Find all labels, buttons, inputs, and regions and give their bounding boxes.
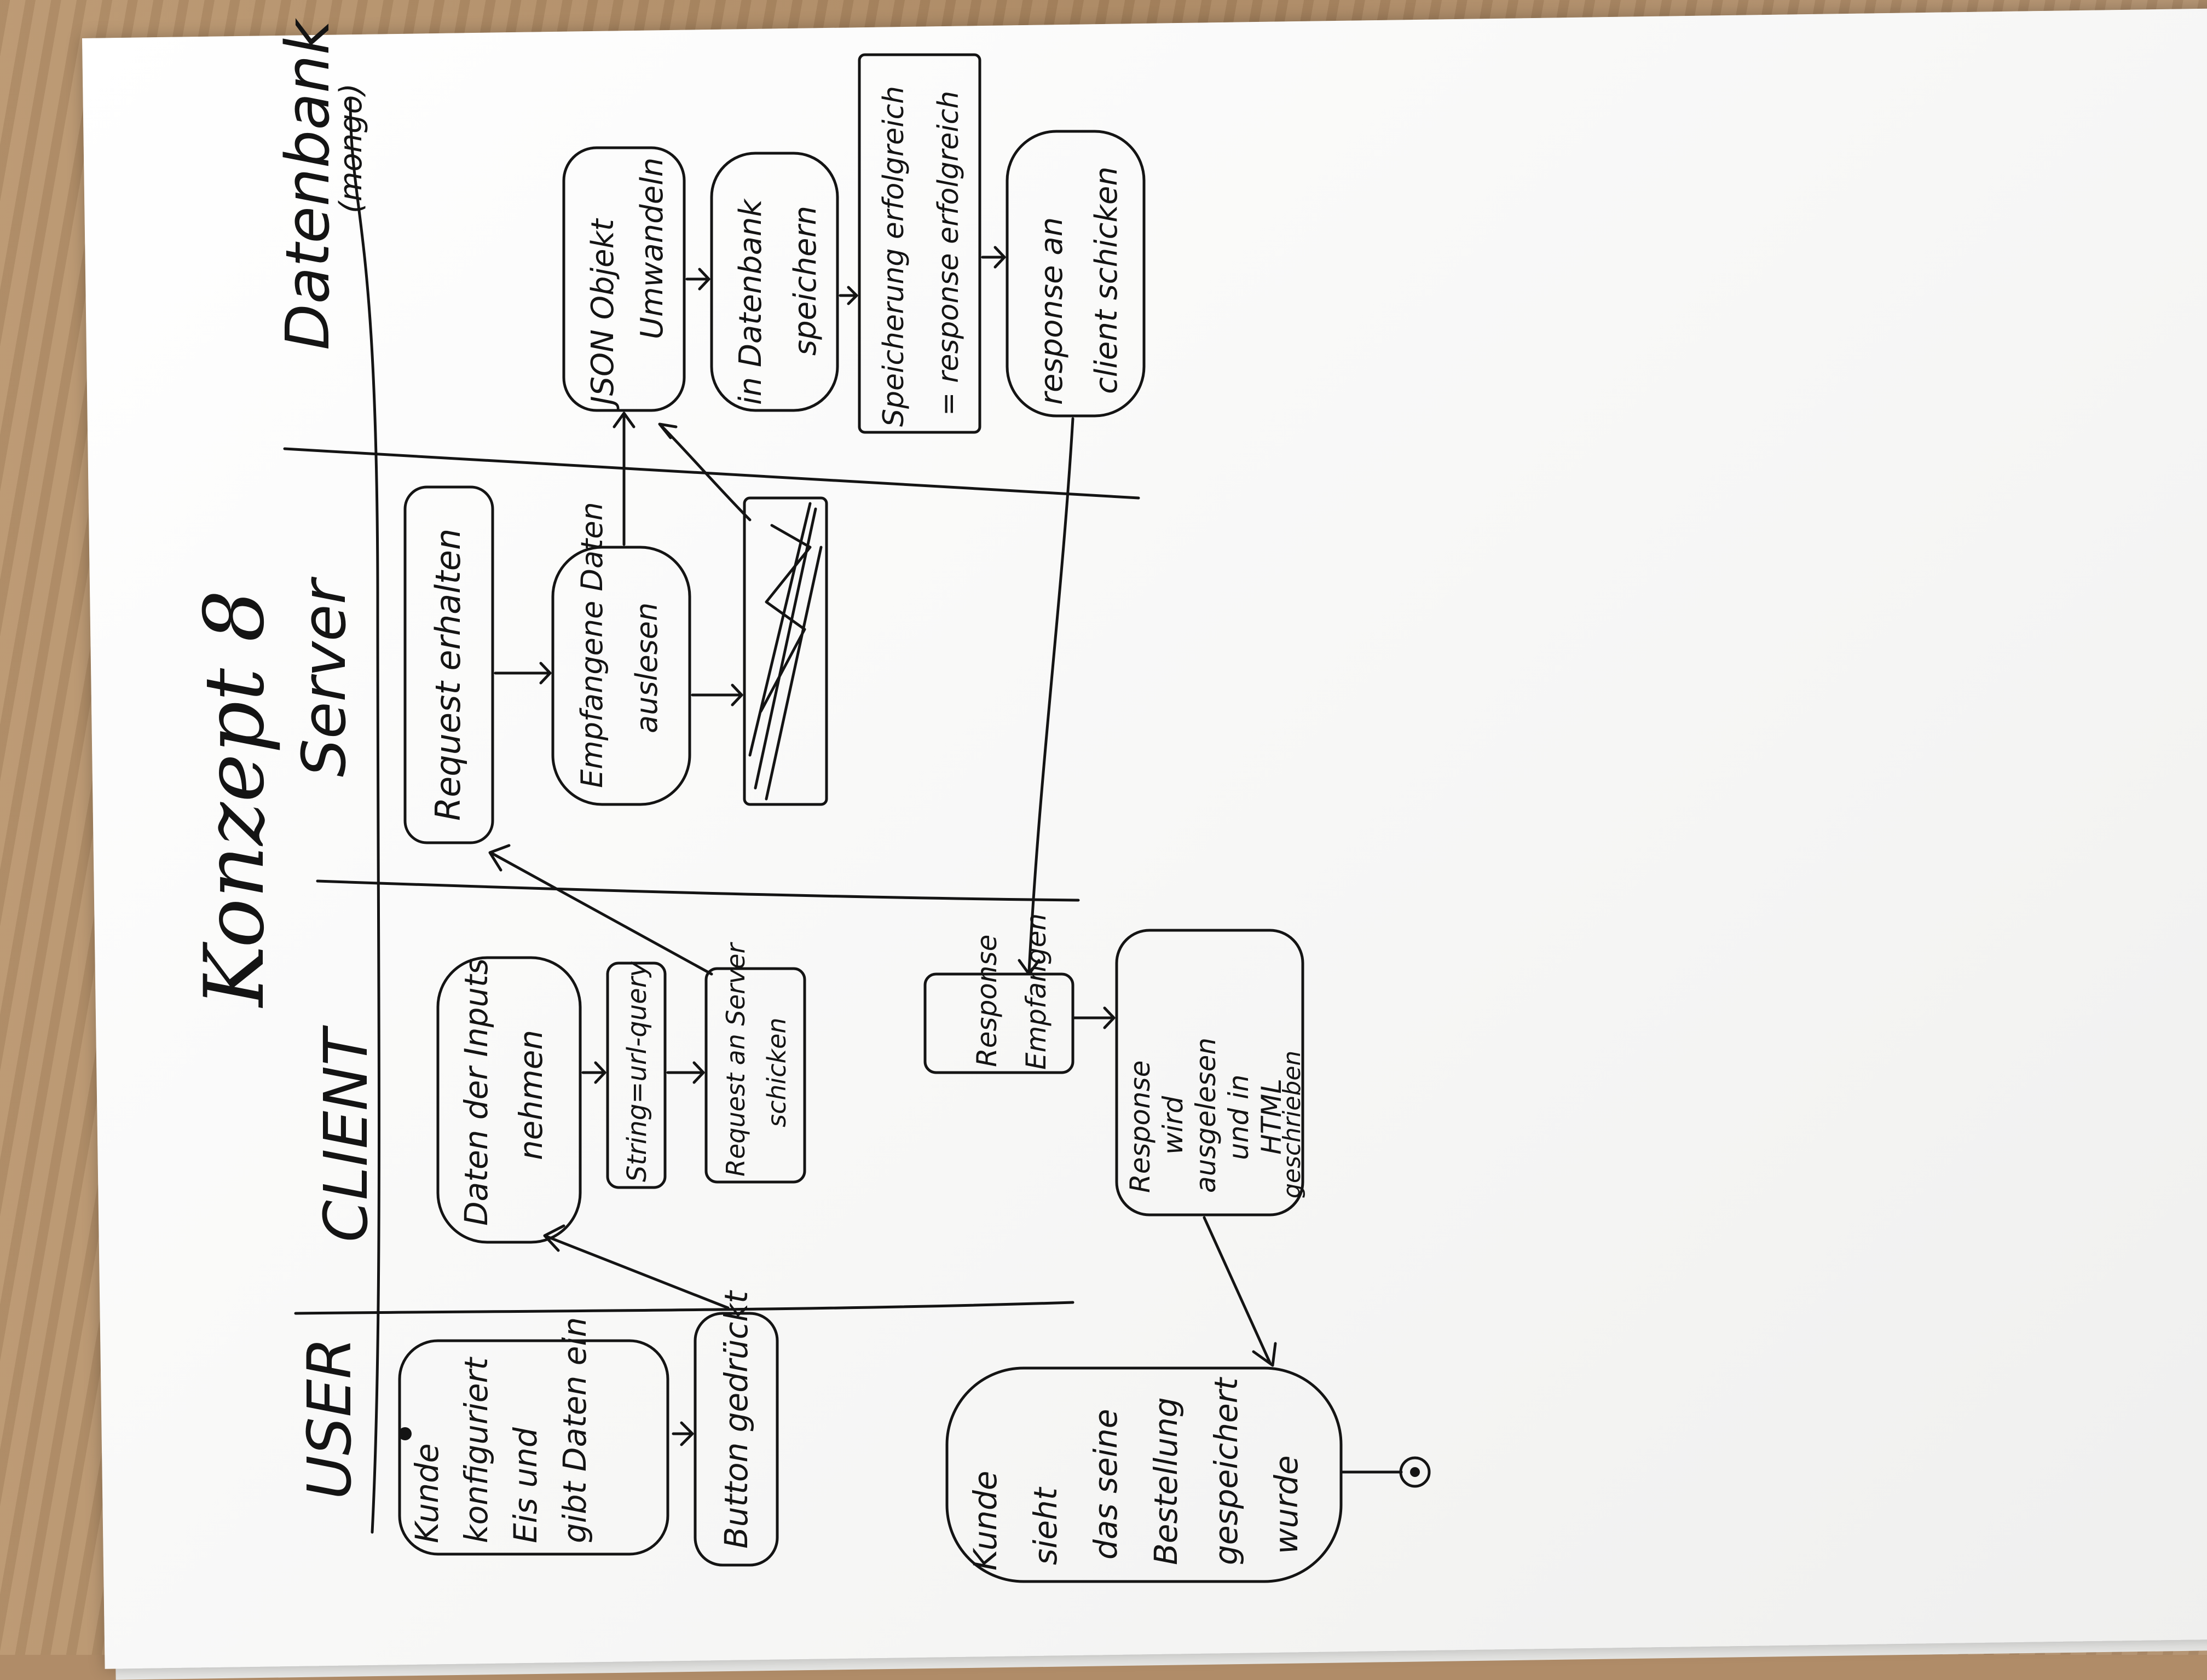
node-speicherung-text: Speicherung erfolgreich = response erfol…: [877, 86, 965, 427]
svg-text:konfiguriert: konfiguriert: [458, 1357, 495, 1543]
node-json-objekt: [562, 146, 686, 412]
node-kunde-konfiguriert: [398, 1339, 669, 1556]
arrow-json-to-datenbank: [685, 268, 710, 291]
svg-text:nehmen: nehmen: [512, 1030, 550, 1160]
svg-text:HTML: HTML: [1256, 1079, 1287, 1155]
node-request-senden-text: Request an Server schicken: [721, 942, 791, 1177]
node-button-gedrueckt-text: Button gedrückt: [718, 1290, 755, 1549]
svg-text:Speicherung erfolgreich: Speicherung erfolgreich: [877, 86, 910, 427]
svg-text:das seine: das seine: [1087, 1409, 1124, 1560]
svg-text:auslesen: auslesen: [629, 603, 664, 733]
start-node: [398, 1427, 412, 1440]
svg-text:gibt Daten ein: gibt Daten ein: [556, 1317, 593, 1543]
node-response-senden: [1006, 130, 1146, 418]
node-request-erhalten-text: Request erhalten: [428, 529, 468, 821]
node-request-senden: [704, 967, 806, 1184]
svg-text:in Datenbank: in Datenbank: [733, 198, 769, 405]
lane-label-client: CLIENT: [311, 1025, 381, 1242]
svg-text:geschrieben: geschrieben: [1278, 1051, 1306, 1198]
svg-text:client schicken: client schicken: [1089, 166, 1124, 394]
arrow-query-to-request: [666, 1061, 705, 1084]
arrow-response-empfangen-to-ausgelesen: [1071, 1006, 1116, 1029]
node-button-gedrueckt: [694, 1312, 779, 1567]
svg-text:Kunde: Kunde: [408, 1444, 446, 1544]
svg-text:ausgelesen: ausgelesen: [1190, 1038, 1222, 1193]
svg-text:Response: Response: [1124, 1061, 1156, 1193]
svg-text:Eis und: Eis und: [507, 1427, 544, 1543]
arrow-inputs-to-query: [581, 1061, 606, 1084]
svg-text:wurde: wurde: [1268, 1455, 1305, 1554]
flow-ausgelesen-to-kunde: [1203, 1216, 1277, 1367]
crossed-out-box: [743, 496, 828, 806]
node-response-ausgelesen-text: Response wird ausgelesen und in HTML ges…: [1124, 1038, 1306, 1198]
node-kunde-sieht-text: Kunde sieht das seine Bestellung gespeic…: [967, 1376, 1305, 1571]
arrow-konfiguriert-to-button: [672, 1421, 694, 1446]
scribble-strike: [748, 502, 823, 801]
flow-auslesen-to-json: [613, 412, 635, 546]
node-response-empfangen: [923, 972, 1074, 1074]
node-querystring: [606, 961, 667, 1189]
arrow-datenbank-to-speicherung: [839, 286, 858, 305]
svg-text:= response erfolgreich: = response erfolgreich: [932, 91, 965, 416]
flow-request-to-server: [488, 844, 713, 976]
svg-text:gespeichert: gespeichert: [1208, 1376, 1245, 1565]
svg-text:Empfangene Daten: Empfangene Daten: [575, 502, 609, 788]
node-request-erhalten: [403, 485, 494, 844]
svg-text:schicken: schicken: [762, 1017, 791, 1127]
node-in-datenbank: [710, 152, 839, 412]
svg-text:response an: response an: [1034, 217, 1070, 405]
end-node-dot: [1410, 1467, 1420, 1477]
arrow-auslesen-to-crossed: [691, 683, 743, 706]
svg-text:sieht: sieht: [1027, 1486, 1064, 1565]
node-daten-inputs: [436, 956, 582, 1244]
svg-text:Umwandeln: Umwandeln: [634, 158, 670, 339]
svg-text:Empfangen: Empfangen: [1020, 913, 1052, 1070]
node-daten-auslesen-text: Empfangene Daten auslesen: [575, 502, 664, 788]
lane-label-user: USER: [294, 1337, 365, 1499]
node-response-senden-text: response an client schicken: [1034, 166, 1124, 405]
node-kunde-konfiguriert-text: Kunde konfiguriert Eis und gibt Daten ei…: [408, 1317, 593, 1543]
svg-text:Response: Response: [971, 935, 1003, 1067]
node-response-empfangen-text: Response Empfangen: [971, 913, 1052, 1070]
svg-text:speichern: speichern: [788, 206, 823, 356]
end-node-ring: [1399, 1456, 1431, 1488]
node-kunde-sieht: [945, 1366, 1343, 1583]
flow-button-to-inputs: [543, 1224, 730, 1310]
node-daten-auslesen: [551, 546, 691, 806]
svg-text:Request an Server: Request an Server: [721, 942, 750, 1177]
node-response-ausgelesen: [1115, 929, 1304, 1216]
flow-crossed-to-json: [658, 422, 752, 522]
flow-response-to-client: [1018, 417, 1074, 976]
node-daten-inputs-text: Daten der Inputs nehmen: [458, 958, 550, 1226]
node-json-objekt-text: JSON Objekt Umwandeln: [585, 158, 670, 410]
diagram-title: Konzept 8: [187, 590, 282, 1009]
node-querystring-text: String=url-query: [622, 961, 652, 1182]
arrow-request-to-auslesen: [494, 662, 552, 685]
svg-text:Daten der Inputs: Daten der Inputs: [458, 958, 495, 1226]
svg-text:JSON Objekt: JSON Objekt: [585, 218, 621, 410]
lane-divider-client-server: [316, 879, 1080, 902]
lane-label-database: Datenbank: [273, 18, 343, 350]
svg-text:Kunde: Kunde: [967, 1471, 1004, 1571]
svg-text:und in: und in: [1223, 1074, 1255, 1160]
node-in-datenbank-text: in Datenbank speichern: [733, 198, 823, 405]
svg-text:Bestellung: Bestellung: [1147, 1397, 1185, 1565]
lane-divider-horizontal: [349, 97, 380, 1534]
lane-label-server: Server: [289, 577, 359, 777]
arrow-speicherung-to-response: [981, 246, 1006, 269]
lane-divider-user-client: [294, 1301, 1074, 1315]
svg-text:wird: wird: [1157, 1096, 1189, 1155]
node-speicherung: [858, 53, 981, 434]
lane-divider-server-database: [283, 447, 1140, 500]
